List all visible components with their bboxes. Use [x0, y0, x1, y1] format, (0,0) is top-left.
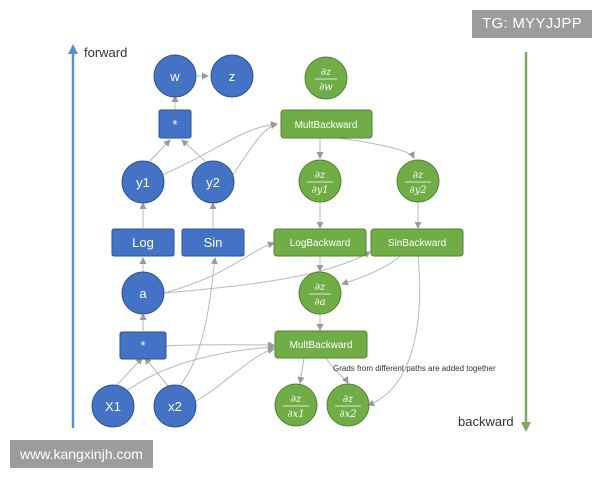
connector-x1-to-multbackward — [127, 343, 275, 391]
connector-sinbackward-to-dx2 — [367, 255, 421, 407]
connector-a-to-logbackward — [163, 241, 275, 294]
connector-x2-to-sin — [175, 257, 218, 391]
svg-text:MultBackward: MultBackward — [290, 340, 353, 351]
svg-text:∂z: ∂z — [413, 170, 424, 181]
svg-text:LogBackward: LogBackward — [290, 238, 351, 249]
backward-label: backward — [458, 414, 514, 429]
node-mult-backward-bottom: MultBackward — [274, 330, 368, 359]
backward-axis-arrowhead — [521, 422, 531, 432]
edge-y1-to-multop — [149, 139, 171, 162]
node-log-backward: LogBackward — [273, 228, 367, 257]
forward-axis-arrowhead — [68, 44, 78, 54]
svg-text:Sin: Sin — [204, 235, 223, 250]
forward-label: forward — [84, 45, 127, 60]
svg-text:∂z: ∂z — [343, 394, 354, 405]
edge-y2-to-multop — [181, 139, 206, 162]
svg-text:∂y1: ∂y1 — [311, 185, 328, 196]
grad-dz-da: ∂z ∂a — [298, 271, 342, 315]
connector-x2-to-multbackward — [189, 347, 275, 405]
grads-note: Grads from different paths are added tog… — [333, 364, 496, 373]
forward-nodes: w z * y1 y2 Log Sin a — [91, 54, 254, 428]
svg-text:∂z: ∂z — [315, 170, 326, 181]
node-sin: Sin — [181, 228, 245, 257]
svg-text:SinBackward: SinBackward — [388, 238, 446, 249]
connectors — [115, 121, 422, 407]
svg-text:∂a: ∂a — [314, 297, 325, 308]
svg-text:Log: Log — [132, 235, 154, 250]
node-y1: y1 — [121, 160, 165, 204]
connector-multbackward-to-dy2 — [337, 137, 415, 159]
svg-text:∂y2: ∂y2 — [409, 185, 426, 196]
watermark-top-right: TG: MYYJJPP — [472, 10, 592, 38]
svg-text:a: a — [139, 286, 147, 301]
svg-text:*: * — [172, 117, 177, 132]
node-mul-top: * — [158, 109, 192, 139]
svg-text:y1: y1 — [136, 175, 150, 190]
connector-multbackward-to-dx2 — [325, 357, 349, 384]
grad-dz-dw: ∂z ∂w — [304, 56, 348, 100]
svg-text:*: * — [140, 338, 145, 353]
node-w: w — [153, 54, 197, 98]
svg-text:y2: y2 — [206, 175, 220, 190]
node-sin-backward: SinBackward — [370, 228, 464, 257]
grad-dz-dy1: ∂z ∂y1 — [298, 159, 342, 203]
connector-multbackward-to-dx1 — [297, 357, 305, 384]
node-mul-bottom: * — [119, 331, 167, 360]
connector-x2-to-mul — [144, 357, 169, 387]
grad-dz-dx1: ∂z ∂x1 — [274, 383, 318, 427]
node-mult-backward-top: MultBackward — [280, 109, 373, 139]
svg-text:∂x2: ∂x2 — [339, 409, 356, 420]
node-log: Log — [111, 228, 175, 257]
backward-nodes: MultBackward LogBackward SinBackward Mul… — [273, 109, 464, 359]
node-y2: y2 — [191, 160, 235, 204]
connector-a-to-sinbackward — [163, 251, 371, 294]
svg-text:∂z: ∂z — [291, 394, 302, 405]
svg-text:∂z: ∂z — [315, 282, 326, 293]
connector-mul-to-multbackward — [165, 341, 275, 349]
node-a: a — [121, 271, 165, 315]
svg-text:x2: x2 — [168, 399, 182, 414]
direction-axes: forward backward — [68, 44, 531, 432]
svg-text:X1: X1 — [105, 399, 121, 414]
forward-edges — [139, 72, 217, 331]
connector-x1-to-mul — [115, 357, 143, 387]
connector-y2-to-multbackward — [231, 122, 278, 177]
connector-y1-to-multbackward — [159, 121, 278, 177]
svg-text:w: w — [169, 69, 180, 84]
watermark-bottom-left: www.kangxinjh.com — [10, 440, 153, 468]
gradient-nodes: ∂z ∂w ∂z ∂y1 ∂z ∂y2 ∂z ∂a ∂z ∂x1 — [274, 56, 440, 427]
connector-sinbackward-to-da — [341, 255, 401, 286]
grad-dz-dx2: ∂z ∂x2 — [326, 383, 370, 427]
svg-text:z: z — [229, 69, 236, 84]
svg-text:∂z: ∂z — [321, 67, 332, 78]
svg-text:∂w: ∂w — [319, 82, 333, 93]
node-x2: x2 — [153, 384, 197, 428]
svg-text:∂x1: ∂x1 — [287, 409, 304, 420]
svg-text:MultBackward: MultBackward — [295, 120, 358, 131]
node-x1: X1 — [91, 384, 135, 428]
grad-dz-dy2: ∂z ∂y2 — [396, 159, 440, 203]
node-z: z — [210, 54, 254, 98]
